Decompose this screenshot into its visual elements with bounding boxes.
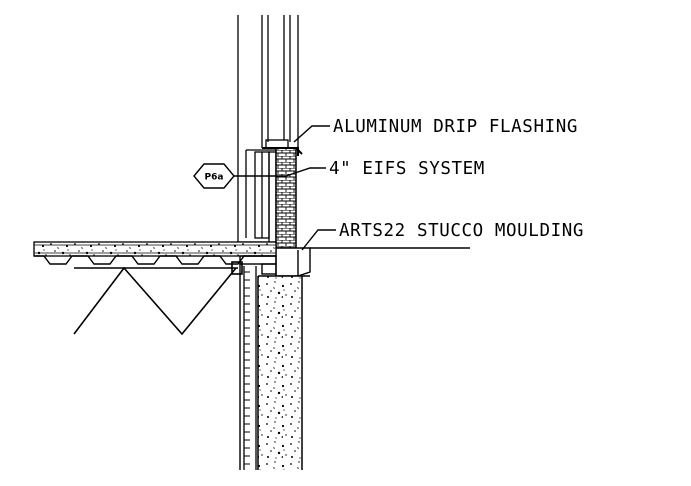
label-drip-flashing: ALUMINUM DRIP FLASHING [333,117,578,137]
stucco-moulding [275,247,311,277]
drip-flashing [262,147,303,156]
leader-drip-flashing [293,125,330,143]
leader-eifs [285,167,326,177]
steel-joist [73,261,243,336]
foundation-wall [257,275,310,470]
section-tag: P6a [193,163,235,189]
label-eifs: 4" EIFS SYSTEM [329,159,485,179]
leader-moulding [301,229,336,251]
sheathing-strip [243,266,257,470]
leaders [228,125,470,251]
edge-angle [239,255,277,470]
section-tag-label: P6a [205,173,224,183]
metal-deck [34,255,276,265]
eifs-panel [275,147,297,249]
label-moulding: ARTS22 STUCCO MOULDING [339,221,584,241]
floor-slab [33,241,277,265]
